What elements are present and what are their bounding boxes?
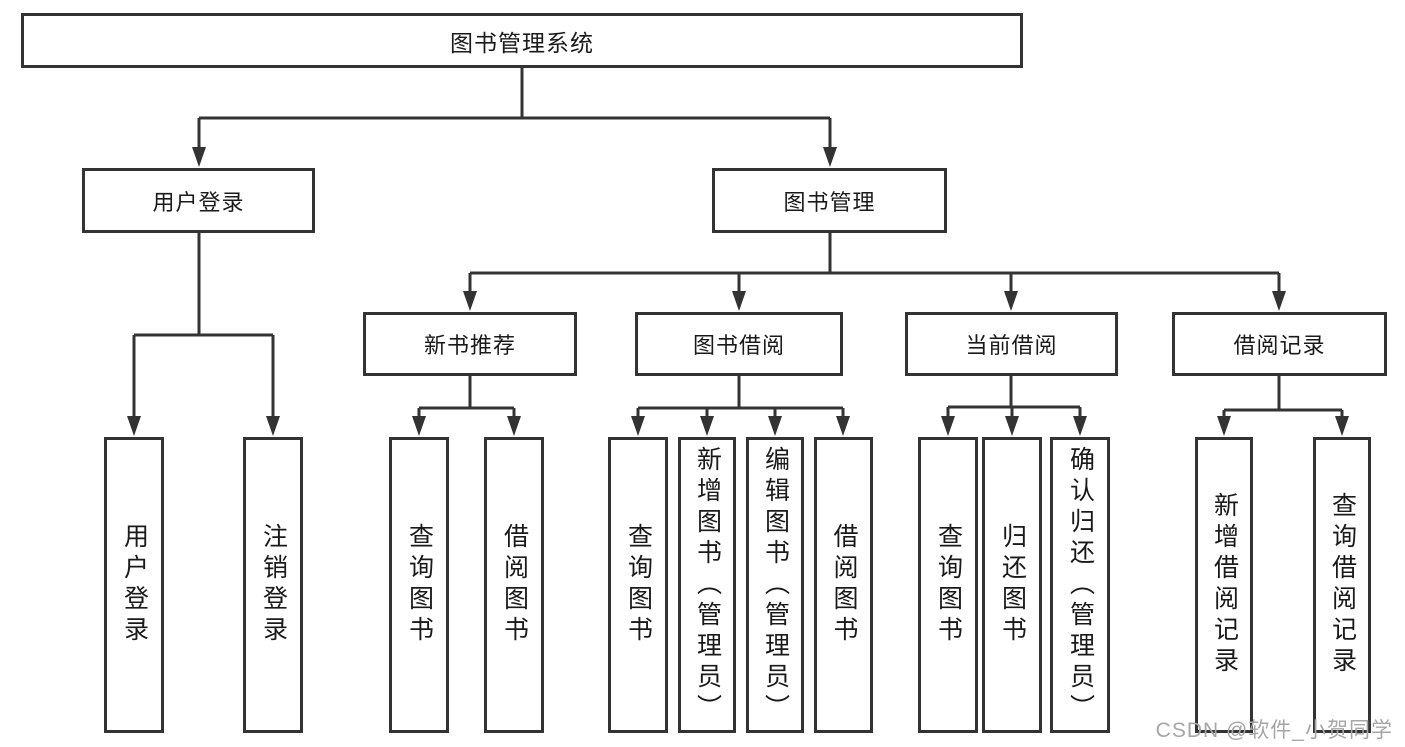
leaf-add-books-admin: 新增图书（管理员） [678, 437, 736, 733]
leaf-label: 借阅图书 [500, 523, 529, 647]
leaf-query-borrow-record: 查询借阅记录 [1313, 437, 1371, 733]
node-borrow-records: 借阅记录 [1172, 312, 1387, 376]
node-book-management: 图书管理 [712, 168, 947, 233]
leaf-label: 查询图书 [624, 523, 653, 647]
leaf-user-login: 用户登录 [104, 437, 164, 733]
leaf-label: 查询借阅记录 [1328, 492, 1357, 678]
node-book-borrow: 图书借阅 [635, 312, 843, 376]
leaf-label: 编辑图书（管理员） [761, 445, 790, 725]
leaf-label: 查询图书 [934, 523, 963, 647]
leaf-query-books-current: 查询图书 [918, 437, 978, 733]
node-root-system: 图书管理系统 [21, 13, 1023, 68]
leaf-label: 查询图书 [405, 523, 434, 647]
leaf-label: 新增借阅记录 [1210, 492, 1239, 678]
leaf-borrow-books: 借阅图书 [814, 437, 873, 733]
node-current-borrow: 当前借阅 [905, 312, 1118, 376]
leaf-logout: 注销登录 [243, 437, 303, 733]
leaf-borrow-books-recommend: 借阅图书 [484, 437, 544, 733]
node-user-login: 用户登录 [82, 168, 315, 233]
leaf-confirm-return-admin: 确认归还（管理员） [1050, 437, 1110, 733]
leaf-query-books-borrow: 查询图书 [608, 437, 668, 733]
leaf-label: 确认归还（管理员） [1066, 445, 1095, 725]
leaf-label: 用户登录 [120, 523, 149, 647]
leaf-add-borrow-record: 新增借阅记录 [1195, 437, 1253, 733]
leaf-return-books: 归还图书 [982, 437, 1042, 733]
leaf-label: 归还图书 [998, 523, 1027, 647]
leaf-label: 注销登录 [259, 523, 288, 647]
leaf-query-books-recommend: 查询图书 [389, 437, 449, 733]
leaf-edit-books-admin: 编辑图书（管理员） [746, 437, 804, 733]
csdn-watermark: CSDN @软件_小贺同学 [1155, 719, 1393, 742]
leaf-label: 新增图书（管理员） [693, 445, 722, 725]
leaf-label: 借阅图书 [830, 523, 858, 647]
node-new-book-recommend: 新书推荐 [363, 312, 577, 376]
